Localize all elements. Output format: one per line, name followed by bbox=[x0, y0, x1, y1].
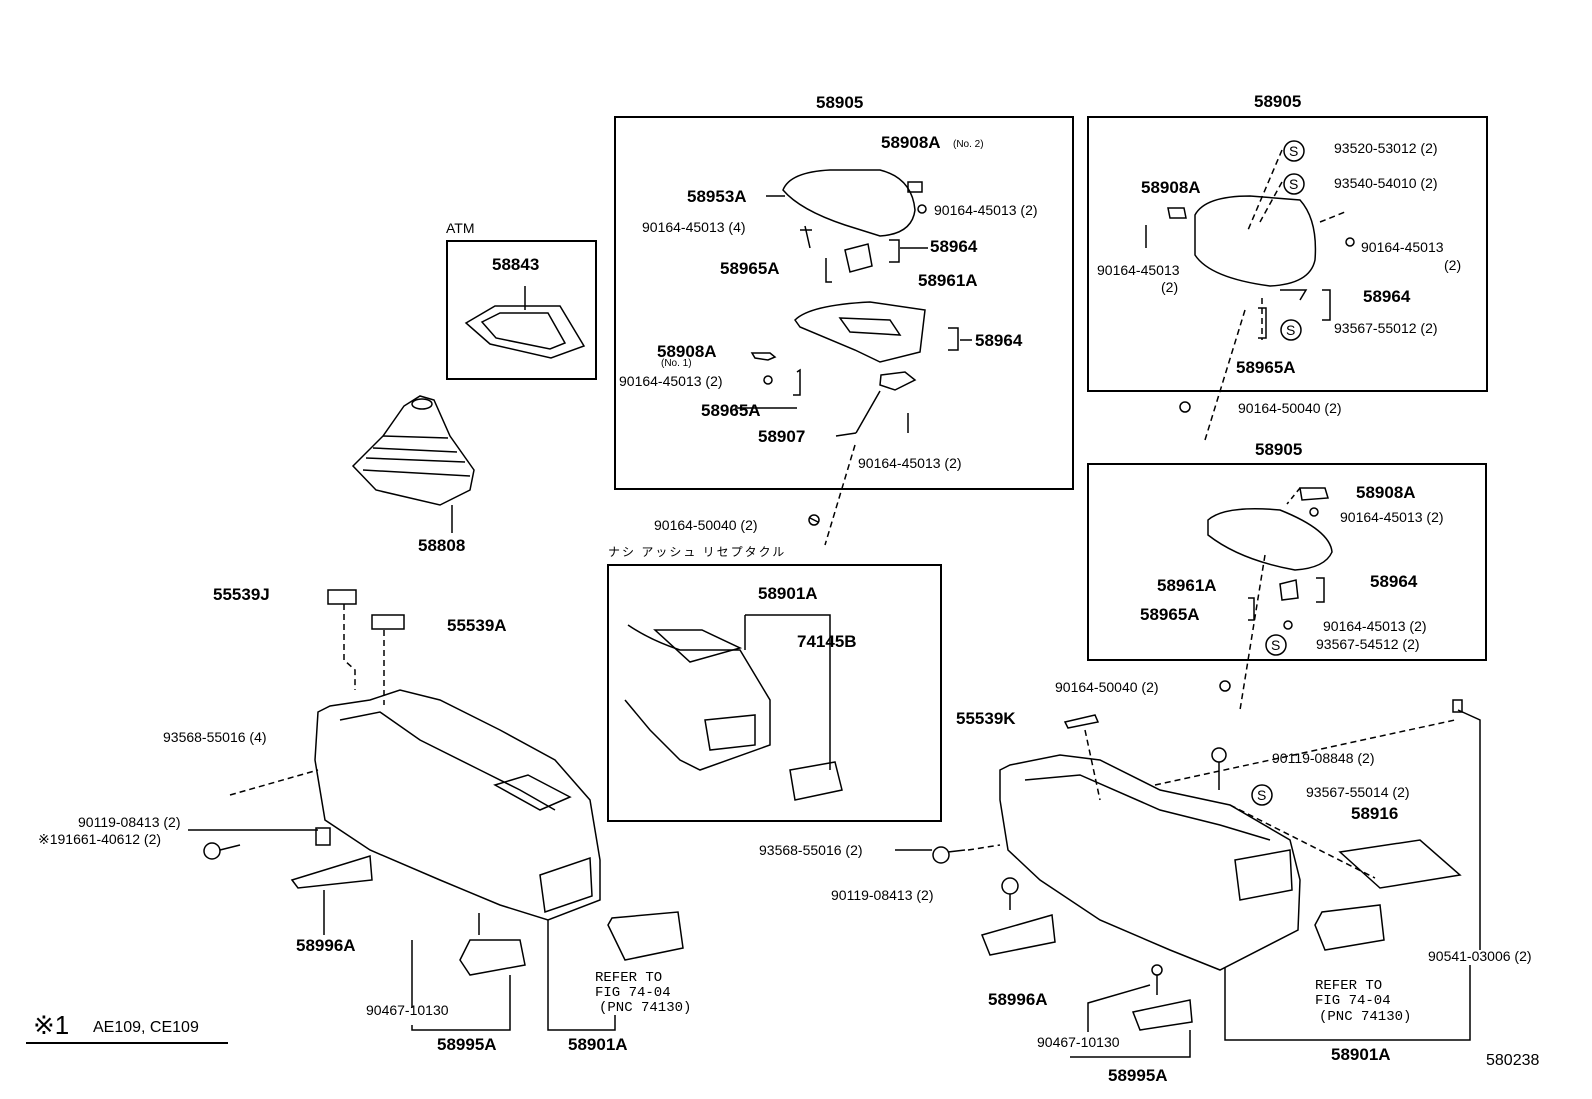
part-label: 58995A bbox=[437, 1035, 497, 1054]
part-label: (2) bbox=[1444, 257, 1462, 273]
refer-note-line: FIG 74-04 bbox=[595, 985, 671, 1001]
part-label: 58995A bbox=[1108, 1066, 1168, 1085]
part-label: 93520-53012 (2) bbox=[1334, 140, 1438, 156]
part-label: 90119-08848 (2) bbox=[1272, 750, 1375, 766]
part-label: 90164-45013 (2) bbox=[1340, 509, 1444, 525]
part-label: 93568-55016 (4) bbox=[163, 729, 267, 745]
screw-s-icon: S bbox=[1271, 637, 1281, 653]
part-label: 90164-50040 (2) bbox=[1238, 400, 1342, 416]
nashi-group-box bbox=[607, 564, 942, 822]
part-label: 58953A bbox=[687, 187, 747, 206]
part-label: 90119-08413 (2) bbox=[78, 814, 181, 830]
atm-part-label: 58843 bbox=[492, 255, 540, 274]
part-label: 55539K bbox=[956, 709, 1016, 728]
part-label: 55539A bbox=[447, 616, 507, 635]
part-label: 90164-45013 (2) bbox=[934, 202, 1038, 218]
part-label: 58907 bbox=[758, 427, 806, 446]
part-label: 58964 bbox=[1370, 572, 1418, 591]
screw-s-icon: S bbox=[1257, 787, 1267, 803]
footnote-text: AE109, CE109 bbox=[93, 1019, 199, 1036]
part-label: 90164-50040 (2) bbox=[1055, 679, 1159, 695]
top-right-group-drawing bbox=[1145, 140, 1355, 441]
part-label: ※191661-40612 (2) bbox=[38, 831, 162, 847]
nashi-drawing bbox=[624, 614, 843, 801]
part-label: 58908A bbox=[881, 133, 941, 152]
part-label: 90164-45013 bbox=[1097, 262, 1180, 278]
shift-plate-drawing bbox=[464, 286, 586, 359]
part-label: 58901A bbox=[758, 584, 818, 603]
part-label: 90467-10130 bbox=[366, 1002, 449, 1018]
part-label: 58964 bbox=[1363, 287, 1411, 306]
part-label: 58961A bbox=[1157, 576, 1217, 595]
screw-s-icon: S bbox=[1289, 176, 1299, 192]
part-label: 58901A bbox=[1331, 1045, 1391, 1064]
mid-right-group-box bbox=[1087, 463, 1487, 661]
part-label: 58964 bbox=[930, 237, 978, 256]
shift-boot-drawing bbox=[351, 395, 475, 533]
refer-note-line: (PNC 74130) bbox=[599, 1000, 692, 1016]
part-label: 93568-55016 (2) bbox=[759, 842, 863, 858]
top-right-group-box bbox=[1087, 116, 1488, 392]
part-label: 58964 bbox=[975, 331, 1023, 350]
refer-note-line: FIG 74-04 bbox=[1315, 993, 1391, 1009]
nashi-group-title: ナシ アッシュ リセプタクル bbox=[608, 545, 787, 559]
part-label: 90164-45013 bbox=[1361, 239, 1444, 255]
atm-group-title: ATM bbox=[446, 220, 475, 236]
mid-right-group-drawing bbox=[1207, 487, 1333, 711]
part-label: 58965A bbox=[720, 259, 780, 278]
screw-s-icon: S bbox=[1289, 143, 1299, 159]
part-label: 58961A bbox=[918, 271, 978, 290]
part-label: 90467-10130 bbox=[1037, 1034, 1120, 1050]
part-label: (2) bbox=[1161, 279, 1179, 295]
refer-note-line: REFER TO bbox=[595, 970, 663, 986]
part-label: 90541-03006 (2) bbox=[1428, 948, 1532, 964]
part-label: 58965A bbox=[1236, 358, 1296, 377]
top-center-group-title: 58905 bbox=[816, 93, 864, 112]
diagram-id: 580238 bbox=[1486, 1052, 1540, 1069]
part-label: 58996A bbox=[296, 936, 356, 955]
screw-s-icon: S bbox=[1286, 322, 1296, 338]
part-label: 90164-45013 (2) bbox=[858, 455, 962, 471]
top-center-group-box bbox=[614, 116, 1074, 490]
top-right-group-title: 58905 bbox=[1254, 92, 1302, 111]
part-label: 58908A bbox=[657, 342, 717, 361]
part-note: (No. 2) bbox=[953, 139, 984, 150]
part-label: 93567-55014 (2) bbox=[1306, 784, 1410, 800]
part-label: 93540-54010 (2) bbox=[1334, 175, 1438, 191]
refer-note-line: REFER TO bbox=[1315, 978, 1383, 994]
part-label: 58965A bbox=[1140, 605, 1200, 624]
part-label: 58908A bbox=[1141, 178, 1201, 197]
right-console-drawing bbox=[895, 699, 1481, 1058]
part-label: 90164-45013 (2) bbox=[619, 373, 723, 389]
part-label: 58916 bbox=[1351, 804, 1399, 823]
part-note: (No. 1) bbox=[661, 358, 692, 369]
top-center-group-drawing bbox=[735, 169, 972, 546]
part-label: 58996A bbox=[988, 990, 1048, 1009]
part-label: 58908A bbox=[1356, 483, 1416, 502]
left-console-drawing bbox=[188, 589, 684, 1031]
part-label: 90119-08413 (2) bbox=[831, 887, 934, 903]
part-label: 74145B bbox=[797, 632, 857, 651]
part-label: 90164-45013 (2) bbox=[1323, 618, 1427, 634]
part-label: 90164-50040 (2) bbox=[654, 517, 758, 533]
footnote-mark: ※1 bbox=[33, 1010, 70, 1040]
part-label: 93567-55012 (2) bbox=[1334, 320, 1438, 336]
part-label: 90164-45013 (4) bbox=[642, 219, 746, 235]
mid-right-group-title: 58905 bbox=[1255, 440, 1303, 459]
shift-boot-label: 58808 bbox=[418, 536, 466, 555]
atm-group-box bbox=[446, 240, 597, 380]
refer-note-line: (PNC 74130) bbox=[1319, 1009, 1412, 1025]
part-label: 55539J bbox=[213, 585, 270, 604]
part-label: 58901A bbox=[568, 1035, 628, 1054]
part-label: 93567-54512 (2) bbox=[1316, 636, 1420, 652]
part-label: 58965A bbox=[701, 401, 761, 420]
